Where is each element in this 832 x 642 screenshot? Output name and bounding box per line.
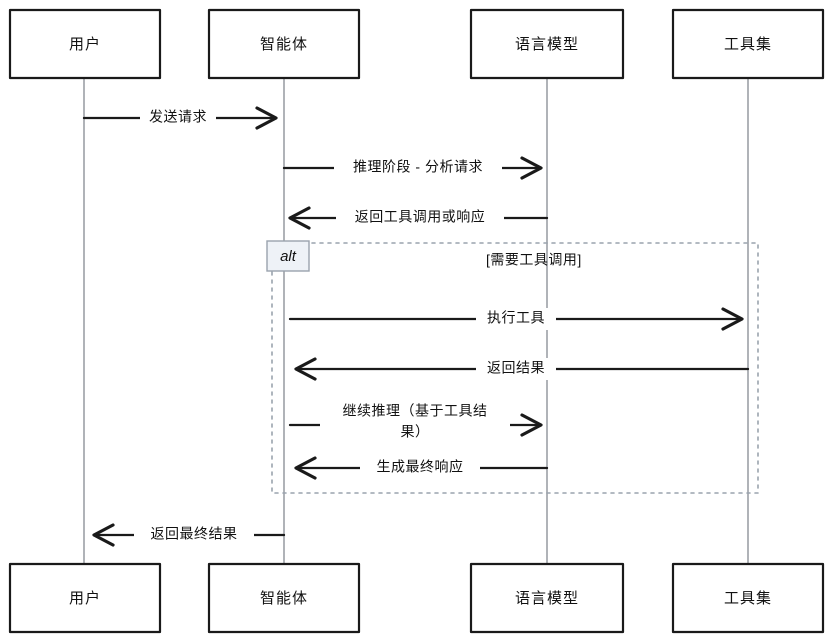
message-return-result[interactable]: 返回结果 — [294, 357, 750, 381]
message-label-return-tool-call-or-response: 返回工具调用或响应 — [355, 209, 486, 225]
participant-box-tools-bottom[interactable] — [671, 562, 825, 634]
alt-fragment-border — [271, 242, 759, 494]
participant-box-tools-top[interactable] — [671, 8, 825, 80]
message-label-return-final-result: 返回最终结果 — [151, 526, 238, 542]
participant-header-llm[interactable]: 语言模型 — [469, 8, 625, 80]
label-backdrop-return-result — [476, 358, 556, 380]
participants-header: 用户 智能体 语言模型 工具集 — [8, 8, 825, 80]
alt-fragment: alt [需要工具调用] — [266, 240, 759, 494]
message-return-tool-call-or-response[interactable]: 返回工具调用或响应 — [288, 206, 549, 230]
participant-box-llm-bottom[interactable] — [469, 562, 625, 634]
participant-box-agent-top[interactable] — [207, 8, 361, 80]
participant-header-user[interactable]: 用户 — [8, 8, 162, 80]
participant-label-llm-bottom: 语言模型 — [515, 590, 579, 607]
message-return-final-result[interactable]: 返回最终结果 — [92, 523, 286, 547]
arrowhead-send-request — [255, 106, 278, 130]
message-label-send-request: 发送请求 — [149, 109, 207, 125]
message-execute-tool[interactable]: 执行工具 — [288, 307, 744, 331]
message-send-request[interactable]: 发送请求 — [82, 106, 278, 130]
alt-fragment-tag-box — [266, 240, 310, 272]
participant-box-llm-top[interactable] — [469, 8, 625, 80]
participant-footer-agent[interactable]: 智能体 — [207, 562, 361, 634]
participant-label-user-top: 用户 — [69, 36, 101, 53]
message-label-reasoning-analyze: 推理阶段 - 分析请求 — [353, 159, 483, 175]
message-label-continue-reasoning: 继续推理（基于工具结 — [343, 403, 488, 419]
participant-label-agent-top: 智能体 — [260, 35, 308, 53]
participant-label-agent-bottom: 智能体 — [260, 589, 308, 607]
arrowhead-continue-reasoning — [520, 413, 543, 437]
label-backdrop-reasoning-analyze — [334, 157, 502, 179]
participant-footer-llm[interactable]: 语言模型 — [469, 562, 625, 634]
label-backdrop-return-tool-call-or-response — [336, 207, 504, 229]
message-generate-final-response[interactable]: 生成最终响应 — [294, 456, 549, 480]
participant-footer-tools[interactable]: 工具集 — [671, 562, 825, 634]
participant-label-tools-bottom: 工具集 — [724, 590, 772, 607]
lifelines-group — [83, 78, 749, 564]
arrowhead-return-tool-call-or-response — [288, 206, 311, 230]
arrowhead-return-result — [294, 357, 317, 381]
arrowhead-reasoning-analyze — [520, 156, 543, 180]
participant-box-user-top[interactable] — [8, 8, 162, 80]
participant-label-tools-top: 工具集 — [724, 36, 772, 53]
participant-box-agent-bottom[interactable] — [207, 562, 361, 634]
participant-label-user-bottom: 用户 — [69, 590, 101, 607]
participant-label-llm-top: 语言模型 — [515, 36, 579, 53]
participant-header-agent[interactable]: 智能体 — [207, 8, 361, 80]
arrowhead-generate-final-response — [294, 456, 317, 480]
participants-footer: 用户 智能体 语言模型 工具集 — [8, 562, 825, 634]
label-backdrop-send-request — [140, 107, 216, 129]
message-label-execute-tool: 执行工具 — [487, 310, 545, 326]
message-continue-reasoning[interactable]: 继续推理（基于工具结 果） — [288, 400, 543, 442]
participant-footer-user[interactable]: 用户 — [8, 562, 162, 634]
message-reasoning-analyze[interactable]: 推理阶段 - 分析请求 — [282, 156, 543, 180]
participant-box-user-bottom[interactable] — [8, 562, 162, 634]
label-backdrop-generate-final-response — [360, 457, 480, 479]
message-label-generate-final-response: 生成最终响应 — [377, 459, 464, 475]
label-backdrop-return-final-result — [134, 524, 254, 546]
alt-fragment-condition-label: [需要工具调用] — [486, 252, 582, 268]
alt-fragment-tag-label: alt — [280, 248, 297, 265]
arrowhead-return-final-result — [92, 523, 115, 547]
label-backdrop-execute-tool — [476, 308, 556, 330]
label-backdrop-continue-reasoning — [320, 400, 510, 442]
participant-header-tools[interactable]: 工具集 — [671, 8, 825, 80]
message-label-return-result: 返回结果 — [487, 360, 545, 376]
message-label-continue-reasoning-line2: 果） — [401, 424, 430, 440]
arrowhead-execute-tool — [721, 307, 744, 331]
